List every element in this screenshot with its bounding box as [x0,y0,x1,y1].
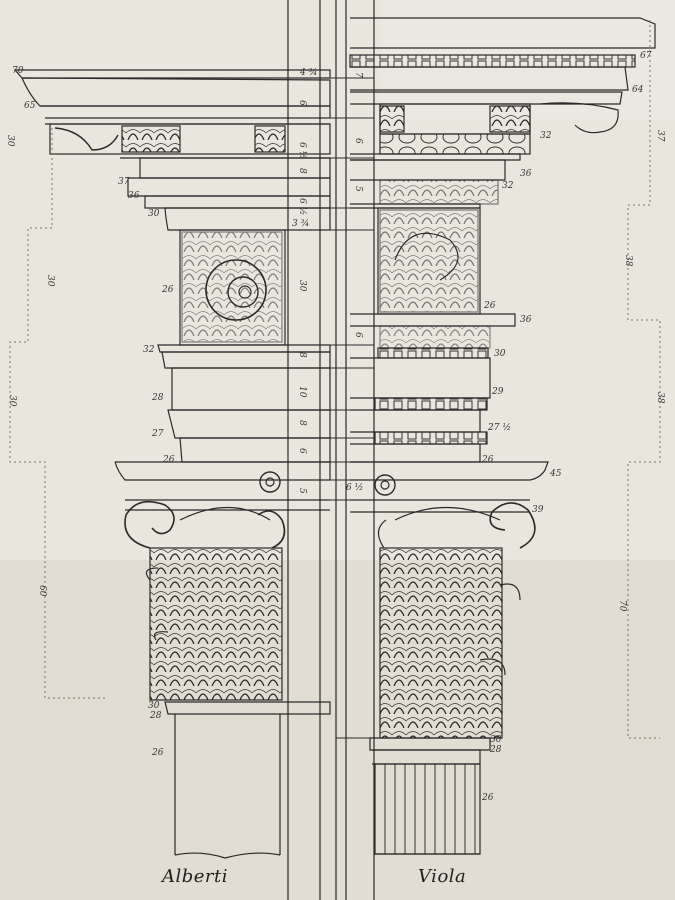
dimension-label: 67 [640,51,652,61]
dimension-label: 7 [353,72,363,78]
dimension-label: 28 [489,745,502,755]
dimension-label: 5 [353,186,363,192]
dimension-label: 6 ½ [346,482,363,493]
dimension-label: 27 ½ [487,422,511,433]
dimension-label: 29 [491,387,504,397]
dimension-label: 26 [161,285,174,295]
dimension-label: 26 [151,748,164,758]
dimension-label: 30 [7,395,17,407]
dimension-label: 64 [632,85,644,95]
dimension-label: 6 [297,448,307,454]
dimension-label: 36 [520,315,532,325]
dimension-label: 65 [24,101,36,111]
dimension-label: 26 [481,793,494,803]
dimension-label: 26 [481,455,494,465]
dimension-label: 6 ½ [297,198,308,215]
dimension-label: 8 [297,352,307,358]
dimension-label: 4 ¾ [299,67,317,78]
dimension-label: 36 [520,169,532,179]
dimension-label: 32 [143,345,155,355]
dimension-label: 70 [617,600,627,612]
dimension-label: 30 [45,275,55,287]
dimension-label: 30 [297,280,307,292]
dimension-label: 39 [532,505,544,515]
dimension-label: 36 [128,191,140,201]
dimension-label: 6 [353,332,363,338]
dimension-label: 38 [623,255,633,267]
dimension-label: 27 [151,429,164,439]
dimension-label: 60 [37,585,47,597]
dimension-label: 30 [494,349,506,359]
dimension-label: 28 [151,393,164,403]
dimension-label: 30 [148,209,160,219]
dimension-label: 26 [483,301,496,311]
dimension-label: 32 [540,131,552,141]
dimension-label: 30 [148,701,160,711]
dimension-label: 45 [549,469,562,479]
dimension-label: 10 [297,386,307,398]
dimension-label: 26 [162,455,175,465]
caption-alberti: Alberti [162,866,229,887]
dimension-label: 37 [655,130,665,142]
dimension-label: 5 [297,488,307,494]
dimension-label: 32 [502,181,514,191]
dimension-label: 6 ½ [297,142,308,159]
dimension-label: 6 [353,138,363,144]
dimension-label: 38 [655,392,665,404]
caption-viola: Viola [418,866,467,887]
dimension-label: 30 [490,735,502,745]
dimension-label: 30 [5,135,15,147]
dimension-label: 6 [297,100,307,106]
dimension-label: 8 [297,420,307,426]
dimension-label: 37 [118,177,130,187]
dimension-label: 70 [12,66,24,76]
dimension-label: 28 [149,711,162,721]
dimension-label: 8 [297,168,307,174]
dimension-label: 3 ¾ [292,218,309,229]
